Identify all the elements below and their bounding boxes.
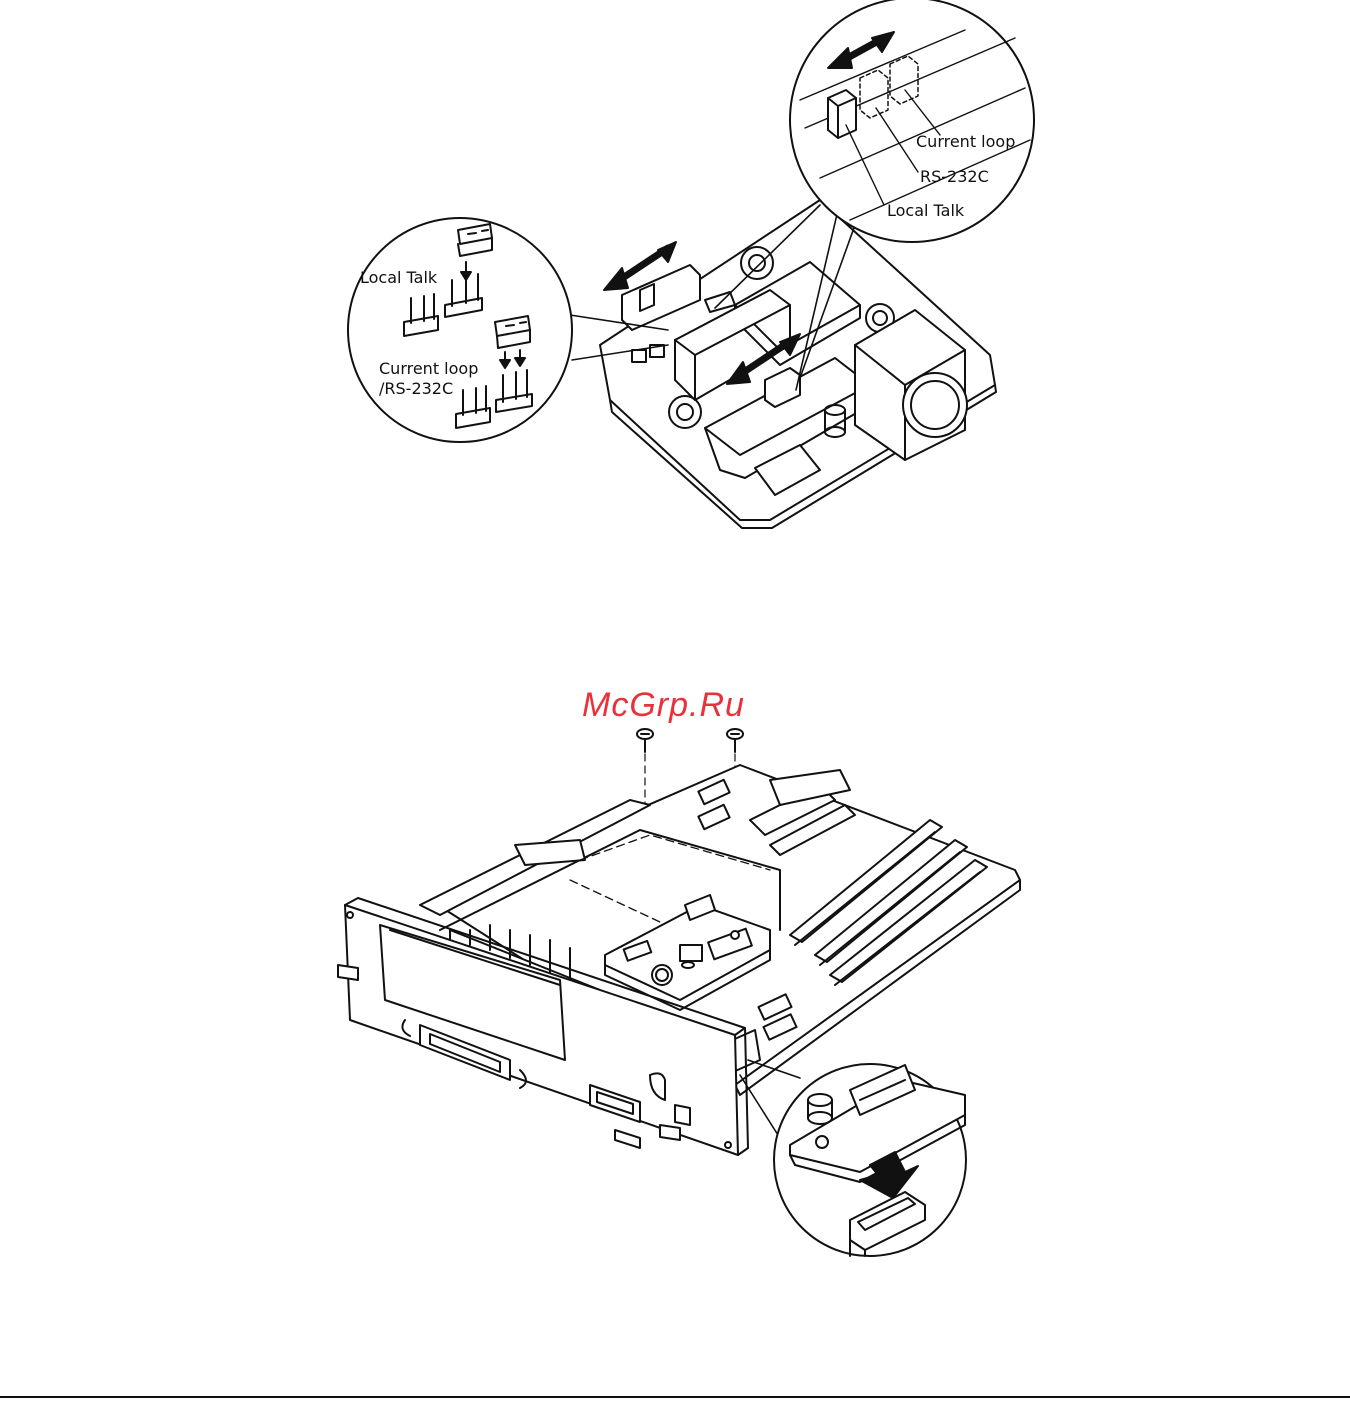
- capacitor: [682, 962, 694, 968]
- zoom-bubble-connector: [740, 1060, 966, 1256]
- label-local-talk-bubble: Local Talk: [360, 268, 438, 287]
- figure-controller-installation: [338, 729, 1020, 1256]
- capacitor: [808, 1094, 832, 1106]
- label-local-talk: Local Talk: [887, 201, 965, 220]
- label-current-loop-bubble: Current loop: [379, 359, 478, 378]
- label-rs232c-bubble: /RS-232C: [379, 379, 453, 398]
- label-rs232c: RS-232C: [920, 167, 989, 186]
- thumb-screw: [338, 965, 358, 980]
- watermark: McGrp.Ru: [582, 686, 745, 724]
- jumper-local-talk: [828, 90, 856, 138]
- jumper-cap: [640, 284, 654, 311]
- label-current-loop: Current loop: [916, 132, 1015, 151]
- figure-interface-board-jumpers: Current loop RS-232C Local Talk Local Ta…: [348, 0, 1034, 528]
- thumb-screw: [660, 1125, 680, 1140]
